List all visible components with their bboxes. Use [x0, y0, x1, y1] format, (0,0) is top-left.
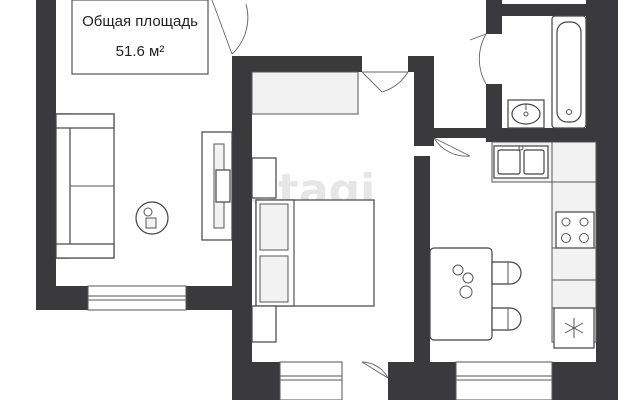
bedroom-wardrobe [251, 71, 359, 115]
windows [87, 285, 553, 400]
nightstand-top [251, 157, 277, 199]
bedroom-furniture [251, 71, 375, 343]
window-bedroom [279, 361, 343, 400]
kitchen-fixtures [429, 141, 597, 349]
dining-chairs [491, 261, 522, 331]
area-label: Общая площадь 51.6 м² [71, 0, 209, 75]
kitchen-sink [493, 145, 549, 179]
bathroom-fixtures [507, 15, 587, 129]
bathtub [551, 15, 587, 129]
wall-partition-bedroom-kitchen [414, 156, 430, 400]
nightstand-bottom [251, 305, 277, 343]
wall-partition-living-bedroom [232, 56, 252, 310]
wall-bath-bottom [486, 128, 596, 142]
door-bedroom [361, 71, 409, 93]
sofa [55, 113, 115, 259]
wall-partition-upper [414, 56, 434, 146]
wall-living-bottom-left [36, 286, 88, 310]
wall-bath-top [486, 4, 596, 16]
door-bathroom [469, 33, 487, 85]
snowflake-icon [564, 318, 584, 338]
floor-lamp-icon [135, 201, 169, 235]
wall-right-outer [596, 0, 618, 400]
bed [255, 199, 375, 307]
dining-table [429, 247, 493, 341]
wall-bedroom-bottom-right [388, 362, 456, 400]
area-label-title: Общая площадь [82, 13, 198, 30]
wall-bedroom-top-left [232, 56, 362, 72]
area-label-value: 51.6 м² [116, 43, 165, 60]
wall-bath-right [586, 0, 596, 142]
walls [36, 0, 618, 400]
door-bedroom-bottom [361, 361, 389, 379]
wall-hall-bottom [434, 128, 486, 138]
wall-bath-left-bottom [486, 84, 502, 136]
tv-stand [201, 131, 233, 241]
window-living [87, 285, 187, 311]
wall-bedroom-bottom-left [232, 362, 280, 400]
door-living [211, 0, 249, 55]
fridge [553, 307, 595, 349]
bathroom-sink [507, 99, 545, 129]
window-kitchen [455, 361, 553, 400]
door-kitchen [433, 137, 471, 157]
stove-burners-icon [555, 211, 595, 249]
area-label-box [71, 0, 209, 75]
living-room-furniture [55, 113, 233, 259]
doors [211, 0, 487, 379]
wall-left-outer [36, 0, 56, 310]
